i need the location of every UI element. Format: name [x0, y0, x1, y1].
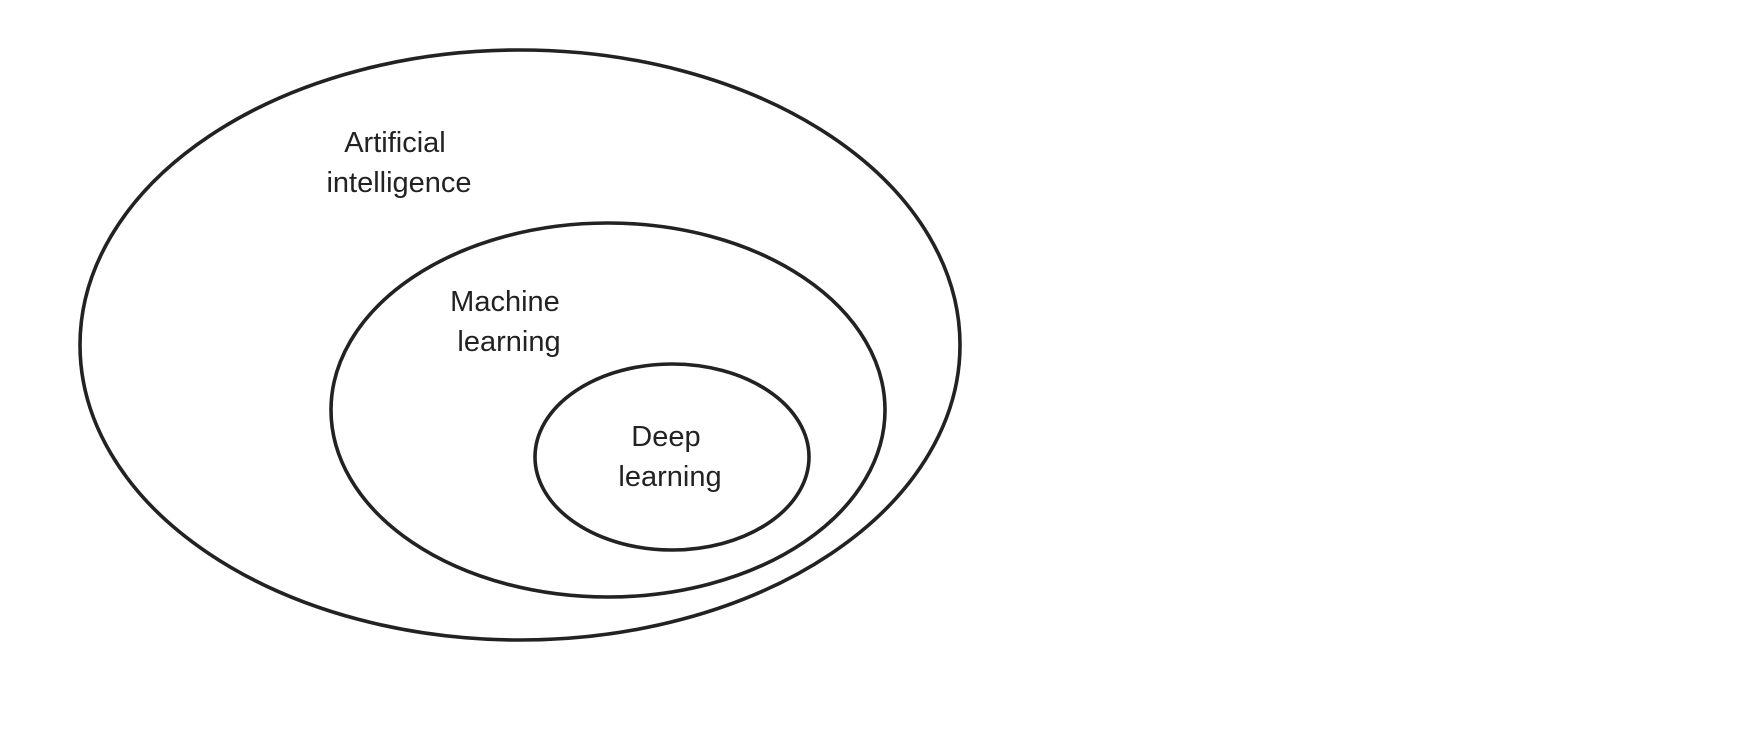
label-deep-learning: Deep learning: [618, 421, 721, 493]
set-machine-learning: Machine learning: [329, 221, 887, 599]
label-machine-learning-line-2: learning: [457, 326, 560, 358]
ellipse-machine-learning: [329, 221, 887, 599]
label-machine-learning: Machine learning: [450, 286, 568, 358]
label-artificial-intelligence-line-1: Artificial: [344, 127, 446, 159]
ellipse-artificial-intelligence: [78, 48, 962, 642]
label-deep-learning-line-1: Deep: [631, 421, 700, 453]
ellipse-deep-learning: [533, 362, 811, 552]
label-machine-learning-line-1: Machine: [450, 286, 560, 318]
set-artificial-intelligence: Artificial intelligence: [78, 48, 962, 642]
set-deep-learning: Deep learning: [533, 362, 811, 552]
label-artificial-intelligence: Artificial intelligence: [326, 127, 471, 199]
label-deep-learning-line-2: learning: [618, 461, 721, 493]
label-artificial-intelligence-line-2: intelligence: [326, 167, 471, 199]
